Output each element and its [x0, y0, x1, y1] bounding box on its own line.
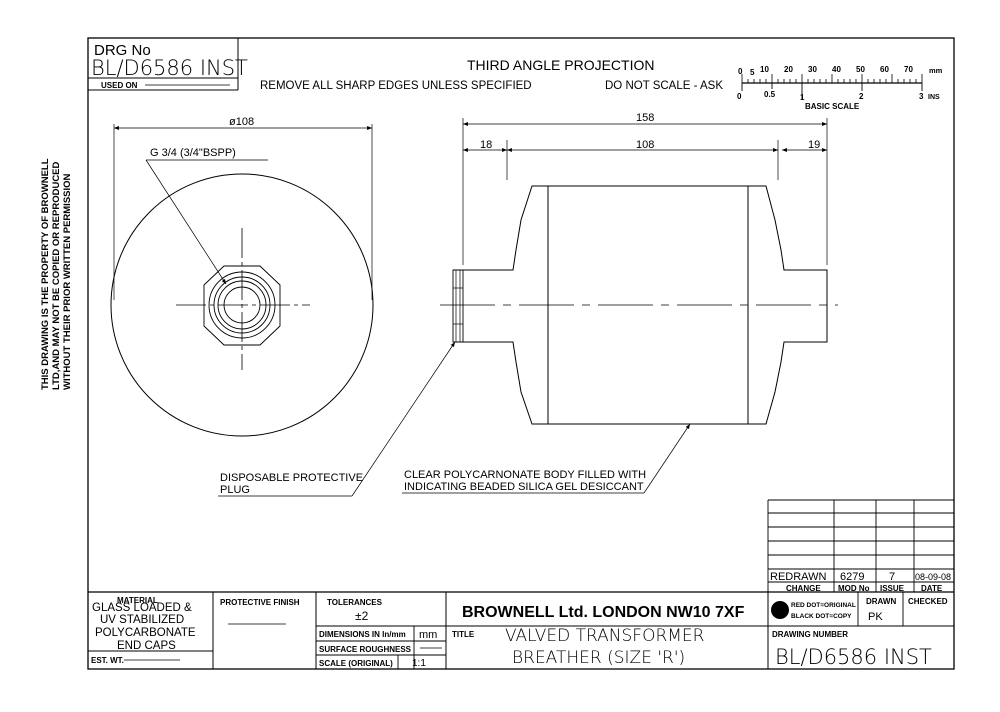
- dot-legend-line-2: BLACK DOT=COPY: [791, 613, 852, 620]
- scale-value: 1:1: [412, 658, 426, 669]
- protective-plug: [452, 269, 464, 343]
- thread-callout: G 3/4 (3/4"BSPP): [150, 147, 236, 159]
- left-cap-dimension: 18: [480, 139, 492, 151]
- inch-tick-label: 0: [737, 92, 742, 101]
- material-line-2: UV STABILIZED: [100, 614, 184, 626]
- sheet-border: [87, 37, 955, 670]
- side-view: 158 18 108 19: [440, 112, 838, 425]
- used-on-label: USED ON: [101, 81, 138, 90]
- dot-legend-line-1: RED DOT=ORIGINAL: [791, 602, 856, 609]
- material-label: MATERIAL: [117, 596, 158, 605]
- ownership-line-2: LTD,AND MAY NOT BE COPIED OR REPRODUCED: [51, 161, 62, 390]
- mm-tick-label: 30: [808, 65, 817, 74]
- edges-note: REMOVE ALL SHARP EDGES UNLESS SPECIFIED: [260, 80, 532, 92]
- scale-caption: BASIC SCALE: [805, 102, 860, 111]
- end-view: ø108 G 3/4 (3/4"BSPP): [110, 116, 374, 437]
- plug-callout-line-1: DISPOSABLE PROTECTIVE: [220, 472, 363, 484]
- mm-tick-label: 70: [904, 65, 913, 74]
- tolerances-label: TOLERANCES: [327, 598, 383, 607]
- tolerances-value: ±2: [355, 609, 369, 623]
- body-callout: CLEAR POLYCARNONATE BODY FILLED WITH IND…: [402, 423, 691, 494]
- est-wt-label: EST. WT.: [91, 656, 124, 665]
- mm-tick-label: 40: [832, 65, 841, 74]
- inch-tick-label: 2: [859, 92, 864, 101]
- projection-note: THIRD ANGLE PROJECTION: [467, 57, 654, 73]
- material-line-4: END CAPS: [117, 640, 176, 652]
- drawn-value: PK: [868, 611, 883, 623]
- title-label: TITLE: [452, 630, 475, 639]
- mm-tick-label: 20: [784, 65, 793, 74]
- revision-date: 08-09-08: [915, 572, 951, 582]
- checked-label: CHECKED: [908, 597, 948, 606]
- plug-callout: DISPOSABLE PROTECTIVE PLUG: [218, 341, 456, 497]
- body-length-dimension: 108: [636, 139, 654, 151]
- revision-table: REDRAWN 6279 7 08-09-08 CHANGE MOD No IS…: [767, 499, 954, 593]
- mm-tick-label: 5: [750, 68, 755, 77]
- plug-callout-line-2: PLUG: [220, 484, 250, 496]
- title-line-2: BREATHER (SIZE 'R'): [512, 648, 685, 668]
- revision-change: REDRAWN: [770, 571, 826, 583]
- copy-dot-icon: [771, 601, 789, 619]
- dimensions-value: mm: [419, 629, 437, 641]
- right-cap-dimension: 19: [808, 139, 820, 151]
- scale-note: DO NOT SCALE - ASK: [605, 80, 723, 92]
- drawn-label: DRAWN: [866, 597, 896, 606]
- drawing-number-value: BL/D6586 INST: [775, 645, 932, 669]
- revision-header-issue: ISSUE: [880, 584, 905, 593]
- mm-tick-label: 50: [856, 65, 865, 74]
- material-line-1: GLASS LOADED &: [92, 602, 192, 614]
- mm-tick-label: 10: [760, 65, 769, 74]
- mm-tick-label: 60: [880, 65, 889, 74]
- overall-length-dimension: 158: [636, 112, 654, 124]
- drg-no-label: DRG No: [94, 42, 151, 59]
- inch-tick-label: 3: [919, 92, 924, 101]
- mm-unit: mm: [929, 66, 943, 75]
- scale-label: SCALE (ORIGINAL): [319, 659, 393, 668]
- company-name: BROWNELL Ltd. LONDON NW10 7XF: [462, 604, 745, 621]
- body-callout-line-1: CLEAR POLYCARNONATE BODY FILLED WITH: [404, 469, 646, 481]
- dimensions-label: DIMENSIONS IN In/mm: [319, 630, 406, 639]
- revision-mod-no: 6279: [840, 571, 864, 583]
- title-block: MATERIAL GLASS LOADED & UV STABILIZED PO…: [88, 591, 954, 669]
- revision-header-change: CHANGE: [786, 584, 821, 593]
- revision-issue: 7: [889, 571, 895, 583]
- ownership-line-3: WITHOUT THEIR PRIOR WRITTEN PERMISSION: [62, 173, 73, 390]
- basic-scale-bar: 0 5 10 20 30 40 50 60 70 mm 0 0.5 1 2 3 …: [737, 65, 943, 111]
- diameter-dimension: ø108: [229, 116, 254, 128]
- hex-plug: [203, 265, 281, 346]
- inch-tick-label: 1: [800, 93, 805, 102]
- drg-no-box: DRG No BL/D6586 INST USED ON: [88, 38, 248, 91]
- protective-finish-label: PROTECTIVE FINISH: [220, 598, 300, 607]
- material-line-3: POLYCARBONATE: [95, 627, 196, 639]
- inch-unit: INS: [928, 94, 940, 101]
- revision-header-date: DATE: [921, 584, 943, 593]
- ownership-note: THIS DRAWING IS THE PROPERTY OF BROWNELL…: [40, 158, 73, 390]
- body-callout-line-2: INDICATING BEADED SILICA GEL DESICCANT: [404, 481, 644, 493]
- roughness-label: SURFACE ROUGHNESS: [319, 645, 412, 654]
- end-view-outer-circle: [110, 173, 374, 437]
- title-line-1: VALVED TRANSFORMER: [505, 626, 704, 646]
- drg-no-value: BL/D6586 INST: [91, 56, 248, 80]
- revision-header-mod: MOD No: [838, 584, 870, 593]
- inch-tick-label: 0.5: [764, 90, 776, 99]
- mm-tick-label: 0: [738, 67, 743, 76]
- ownership-line-1: THIS DRAWING IS THE PROPERTY OF BROWNELL: [40, 158, 51, 390]
- drawing-number-label: DRAWING NUMBER: [772, 630, 848, 639]
